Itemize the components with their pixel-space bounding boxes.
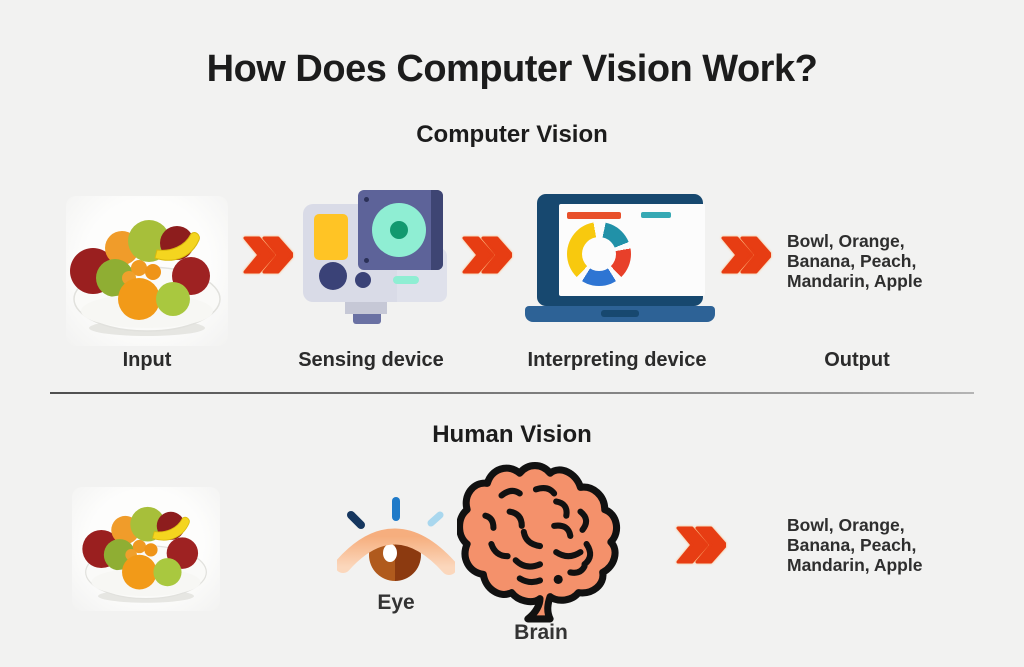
camera-flash-panel xyxy=(314,214,348,260)
sensing-device-label: Sensing device xyxy=(298,349,444,371)
output-label: Output xyxy=(824,349,890,371)
fruit-bowl-graphic xyxy=(82,506,207,603)
hv-output-text: Bowl, Orange, Banana, Peach, Mandarin, A… xyxy=(787,515,957,575)
cv-output-line3: Mandarin, Apple xyxy=(787,271,923,291)
flow-arrow-icon xyxy=(462,236,514,274)
donut-chart-graphic xyxy=(567,222,631,286)
section-divider xyxy=(50,392,974,394)
fruit-bowl-graphic xyxy=(70,220,221,336)
flow-arrow-icon xyxy=(243,236,295,274)
hv-output-line2: Banana, Peach, xyxy=(787,535,917,555)
camera-icon xyxy=(301,190,449,330)
eye-label: Eye xyxy=(377,591,415,614)
flow-arrow-icon xyxy=(676,526,728,564)
human-vision-heading: Human Vision xyxy=(432,421,592,448)
input-label: Input xyxy=(122,349,172,371)
brain-label: Brain xyxy=(514,621,568,644)
flow-arrow-icon xyxy=(721,236,773,274)
brain-icon xyxy=(456,459,625,623)
laptop-chart-icon xyxy=(525,194,715,324)
interpreting-device-label: Interpreting device xyxy=(527,349,707,371)
fruit-bowl-icon xyxy=(66,196,228,346)
eye-icon xyxy=(335,497,457,589)
cv-output-text: Bowl, Orange, Banana, Peach, Mandarin, A… xyxy=(787,231,957,291)
cv-output-line1: Bowl, Orange, xyxy=(787,231,905,251)
fruit-bowl-icon xyxy=(72,487,220,611)
page-title: How Does Computer Vision Work? xyxy=(206,48,818,90)
computer-vision-heading: Computer Vision xyxy=(416,121,608,148)
hv-output-line3: Mandarin, Apple xyxy=(787,555,923,575)
cv-output-line2: Banana, Peach, xyxy=(787,251,917,271)
hv-output-line1: Bowl, Orange, xyxy=(787,515,905,535)
